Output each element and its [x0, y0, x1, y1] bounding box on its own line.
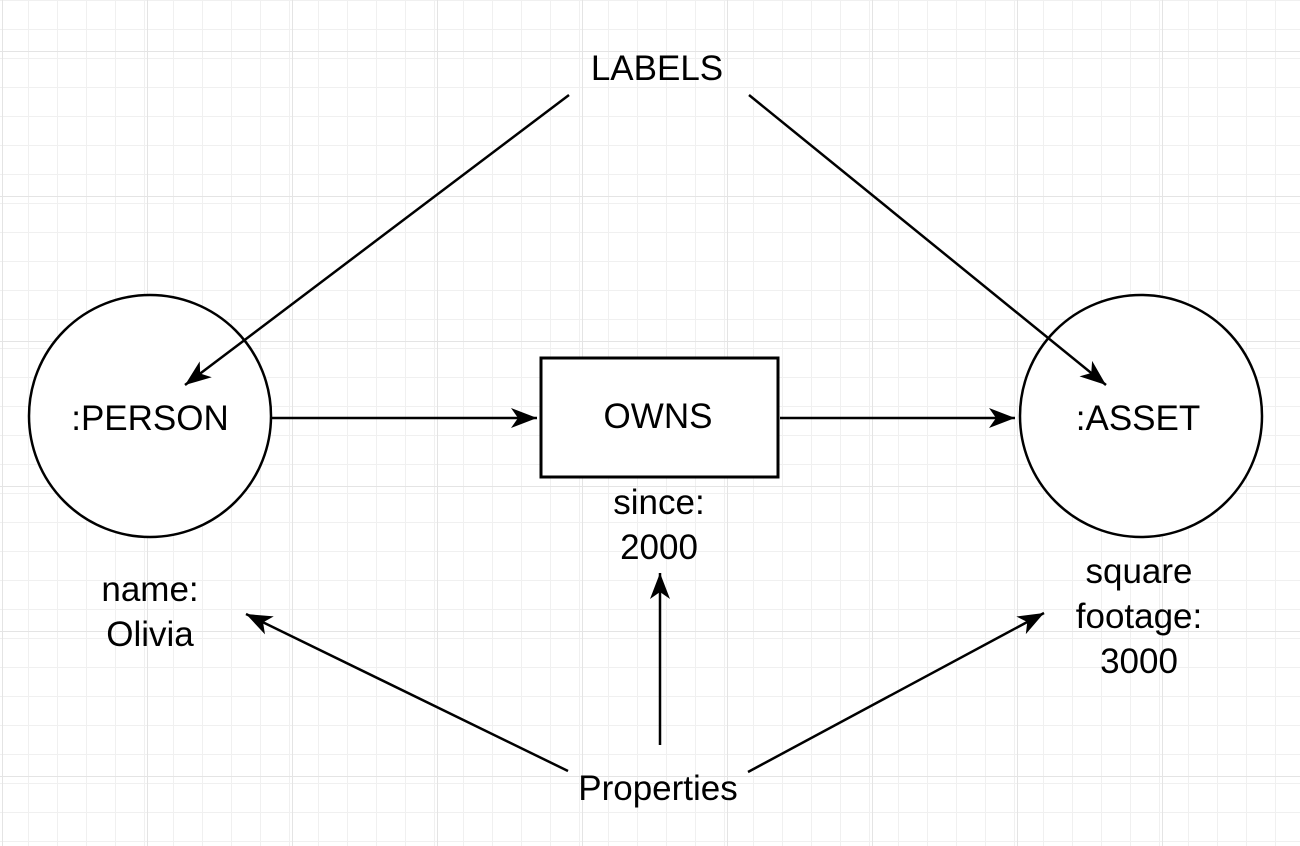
edge-labels-to-asset[interactable]	[748, 94, 1107, 386]
edge-labels-to-person[interactable]	[184, 94, 570, 386]
owns-properties-text[interactable]: since: 2000	[613, 480, 704, 570]
text-line: name:	[101, 570, 199, 609]
properties-annotation[interactable]: Properties	[578, 769, 738, 808]
text-line: 2000	[620, 528, 698, 567]
asset-node-label[interactable]: :ASSET	[1075, 399, 1201, 438]
person-node-label[interactable]: :PERSON	[71, 399, 229, 438]
owns-relationship-label[interactable]: OWNS	[603, 397, 713, 436]
text-line: 3000	[1100, 642, 1178, 681]
edge-properties-to-name[interactable]	[245, 612, 569, 773]
asset-properties-text[interactable]: square footage: 3000	[1076, 549, 1203, 684]
text-line: footage:	[1075, 597, 1203, 636]
edge-properties-to-footage[interactable]	[747, 611, 1045, 774]
owns-relationship-box[interactable]	[539, 356, 780, 479]
person-node-circle[interactable]	[27, 293, 273, 539]
asset-node-circle[interactable]	[1018, 293, 1264, 539]
text-line: square	[1085, 552, 1193, 591]
text-line: since:	[613, 483, 705, 522]
text-line: Olivia	[106, 615, 194, 654]
labels-annotation[interactable]: LABELS	[590, 49, 724, 88]
person-properties-text[interactable]: name: Olivia	[101, 567, 198, 657]
